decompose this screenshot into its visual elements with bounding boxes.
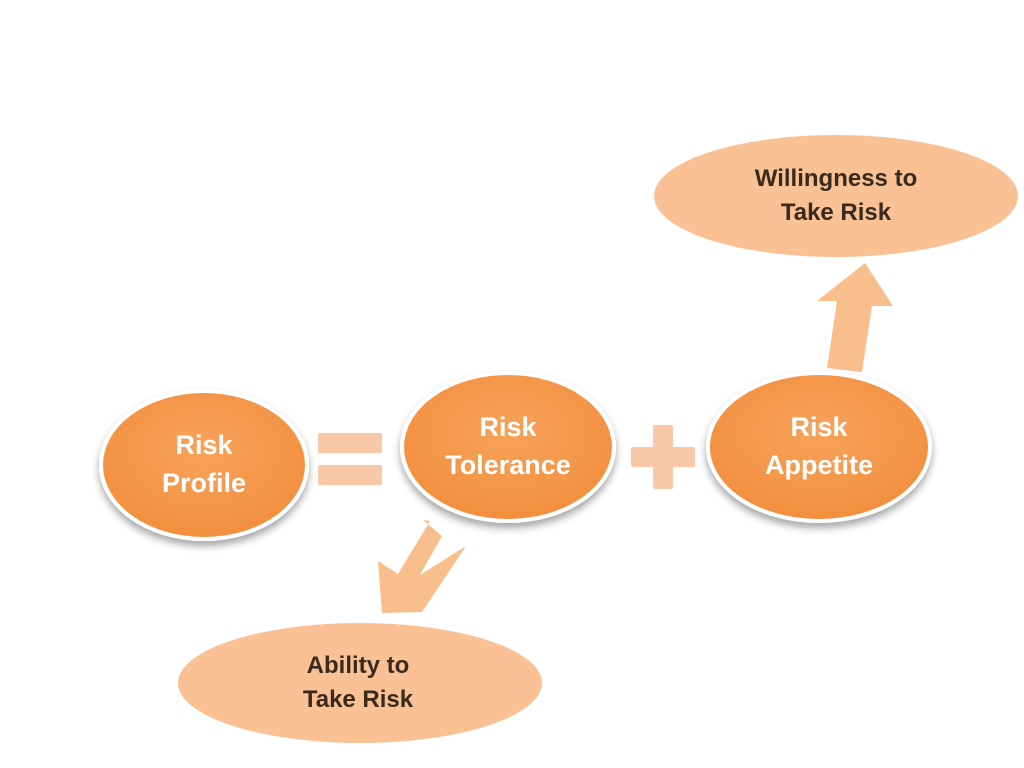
risk-tolerance-circle xyxy=(400,371,616,523)
risk-profile-circle xyxy=(99,389,309,541)
risk-profile-label: Risk Profile xyxy=(124,420,284,510)
risk-tolerance-label: Risk Tolerance xyxy=(418,402,598,492)
ability-line-2: Take Risk xyxy=(302,686,414,713)
risk-profile-line-1: Risk xyxy=(175,430,233,461)
willingness-label: Willingness to Take Risk xyxy=(716,154,956,238)
willingness-line-2: Take Risk xyxy=(780,199,892,226)
risk-tolerance-line-1: Risk xyxy=(479,412,537,443)
equals-operator xyxy=(318,433,382,485)
plus-operator xyxy=(631,425,695,489)
willingness-line-1: Willingness to xyxy=(754,165,918,193)
risk-appetite-line-2: Appetite xyxy=(765,450,873,480)
risk-profile-line-2: Profile xyxy=(161,468,247,498)
ability-line-1: Ability to xyxy=(306,652,410,680)
arrow-to-ability xyxy=(378,520,466,613)
ability-ellipse xyxy=(178,623,542,743)
risk-appetite-circle xyxy=(706,371,932,523)
risk-tolerance-line-2: Tolerance xyxy=(445,450,571,480)
willingness-ellipse xyxy=(654,135,1018,257)
ability-label: Ability to Take Risk xyxy=(258,641,458,725)
risk-appetite-label: Risk Appetite xyxy=(729,402,909,492)
arrow-to-willingness xyxy=(817,263,893,372)
risk-appetite-line-1: Risk xyxy=(790,412,848,443)
